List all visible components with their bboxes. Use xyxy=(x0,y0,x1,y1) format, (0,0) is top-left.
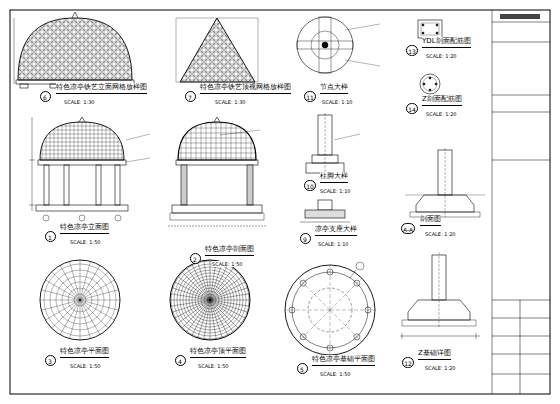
callout-number: 3 xyxy=(45,355,56,366)
gazebo-elevation xyxy=(29,117,150,221)
sheet-border xyxy=(10,10,550,394)
scale-note: SCALE: 1:30 xyxy=(64,99,95,105)
scale-note: SCALE: 1:20 xyxy=(426,53,457,59)
callout-number: 10 xyxy=(304,180,316,191)
support-detail xyxy=(300,200,350,222)
scale-note: SCALE: 1:50 xyxy=(212,261,243,267)
callout-number: 14 xyxy=(406,103,418,114)
callout-number: 12 xyxy=(402,357,414,368)
foundation-plan xyxy=(285,262,375,355)
foundation-section xyxy=(405,148,485,217)
scale-note: SCALE: 1:50 xyxy=(320,371,351,377)
scale-note: SCALE: 1:20 xyxy=(425,231,456,237)
scale-note: SCALE: 1:10 xyxy=(318,241,349,247)
drawing-title: 柱脚大样 xyxy=(320,172,348,183)
callout-number: 1 xyxy=(45,231,56,242)
callout-number: 7 xyxy=(185,91,196,102)
drawing-title: Z基础详图 xyxy=(418,349,451,360)
column-section xyxy=(420,74,440,94)
drawing-title: 节点大样 xyxy=(320,83,348,94)
callout-number: 4 xyxy=(175,355,186,366)
drawing-title: 特色凉亭平面图 xyxy=(60,347,109,358)
scale-note: SCALE: 1:20 xyxy=(425,365,456,371)
drawing-title: 特色凉亭立面图 xyxy=(60,223,109,234)
drawing-title: 凉亭支座大样 xyxy=(315,225,357,236)
scale-note: SCALE: 1:50 xyxy=(198,363,229,369)
drawing-title: Z剖面配筋图 xyxy=(422,95,462,106)
dome-top-grid xyxy=(110,16,322,84)
callout-number: 2 xyxy=(190,253,201,264)
scale-note: SCALE: 1:30 xyxy=(215,99,246,105)
callout-number: 13 xyxy=(406,45,418,56)
callout-number: 5 xyxy=(297,363,308,374)
dome-elevation-grid xyxy=(0,12,200,88)
scale-note: SCALE: 1:50 xyxy=(70,363,101,369)
scale-note: SCALE: 1:10 xyxy=(320,188,351,194)
drawing-title: 特色凉亭基础平面图 xyxy=(312,355,375,366)
gazebo-section xyxy=(168,117,266,226)
drawing-title: 特色凉亭顶平面图 xyxy=(190,347,246,358)
callout-number: A-A xyxy=(401,223,415,234)
scale-note: SCALE: 1:50 xyxy=(70,239,101,245)
drawing-title: 特色凉亭铁艺顶视网格放样图 xyxy=(200,83,291,94)
scale-note: SCALE: 1:10 xyxy=(322,99,353,105)
footing-detail xyxy=(400,252,480,339)
gazebo-roof-plan xyxy=(170,260,250,340)
node-detail xyxy=(297,17,380,73)
scale-note: SCALE: 1:20 xyxy=(426,111,457,117)
beam-section xyxy=(418,20,442,38)
gazebo-plan xyxy=(40,260,120,340)
callout-number: 6 xyxy=(40,91,51,102)
drawing-title: 剖面图 xyxy=(420,215,441,226)
drawing-title: 特色凉亭剖面图 xyxy=(205,245,254,256)
column-foot-detail xyxy=(306,113,360,175)
drawing-title: YDL剖面配筋图 xyxy=(422,37,471,48)
drawing-title: 特色凉亭铁艺立面网格放样图 xyxy=(56,83,147,94)
title-block xyxy=(492,10,550,394)
callout-number: 11 xyxy=(304,91,316,102)
callout-number: 9 xyxy=(300,233,311,244)
